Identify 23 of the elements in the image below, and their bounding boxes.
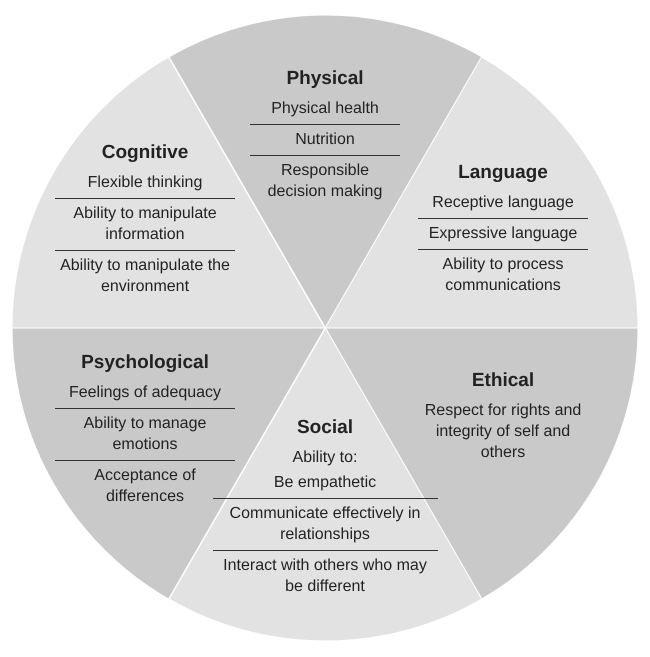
list-item: Receptive language: [418, 188, 588, 219]
list-item: Respect for rights and integrity of self and others: [424, 401, 582, 463]
list-item: Responsible decision making: [266, 161, 384, 202]
list-item: Ability to manipulate the environment: [59, 256, 231, 297]
list-item: Physical health: [250, 94, 400, 125]
segment-heading: Physical: [285, 68, 365, 90]
segment-heading: Cognitive: [100, 142, 190, 164]
list-item: Feelings of adequacy: [55, 378, 235, 409]
list-item: Nutrition: [250, 125, 400, 156]
segment-heading: Language: [457, 162, 549, 184]
list-item: Ability to manipulate information: [55, 198, 235, 251]
list-item: Ability to:: [292, 448, 358, 468]
segment-heading: Psychological: [80, 352, 210, 374]
list-item: Flexible thinking: [55, 168, 235, 199]
list-item: Ability to process communications: [442, 254, 564, 296]
list-item: Ability to manage emotions: [55, 409, 235, 461]
list-item: Interact with others who may be different: [222, 556, 428, 597]
list-item: Communicate effectively in relationships: [212, 499, 438, 551]
segment-heading: Ethical: [470, 370, 536, 392]
list-item: Be empathetic: [212, 468, 438, 499]
list-item: Expressive language: [418, 218, 588, 250]
list-item: Acceptance of differences: [93, 466, 197, 507]
segment-heading: Social: [296, 417, 354, 439]
